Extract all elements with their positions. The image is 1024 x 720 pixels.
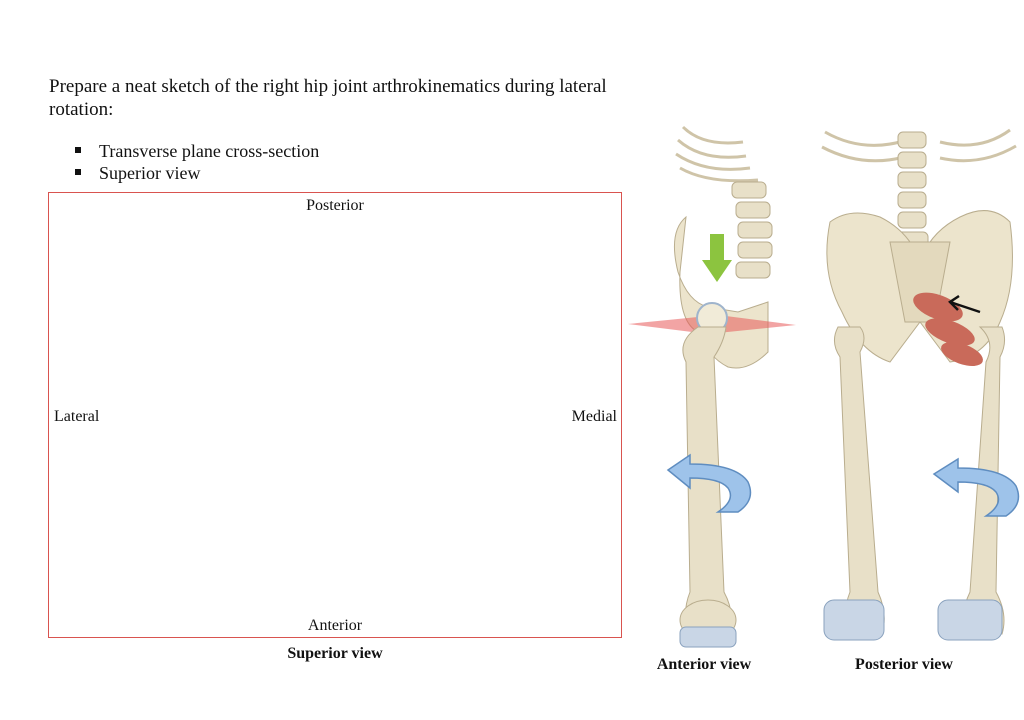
caption-posterior-view: Posterior view — [855, 656, 953, 673]
left-femur-icon — [834, 326, 885, 635]
bullet-list: Transverse plane cross-section Superior … — [75, 140, 319, 184]
label-lateral: Lateral — [54, 408, 100, 425]
anterior-view-illustration — [628, 125, 796, 648]
bullet-square-icon — [75, 147, 81, 153]
lateral-rotator-muscle-icon — [913, 292, 983, 367]
label-posterior: Posterior — [306, 197, 364, 214]
bullet-text: Superior view — [99, 163, 201, 183]
sketch-area[interactable]: Posterior Lateral Medial Anterior — [48, 192, 622, 638]
bullet-square-icon — [75, 169, 81, 175]
caption-anterior-view: Anterior view — [656, 656, 752, 673]
ribs-icon — [821, 128, 1017, 163]
label-anterior: Anterior — [307, 617, 363, 634]
label-medial: Medial — [571, 408, 617, 425]
caption-superior-view: Superior view — [287, 645, 383, 662]
spine-icon — [895, 131, 929, 249]
muscle-pull-arrow-icon — [948, 294, 981, 314]
bullet-item: Superior view — [75, 162, 319, 184]
ribs-icon — [675, 125, 759, 183]
rotation-arrow-icon — [932, 457, 1020, 517]
knee-icon — [823, 599, 1003, 641]
prompt-text: Prepare a neat sketch of the right hip j… — [49, 76, 607, 120]
knee-icon — [679, 599, 737, 648]
posterior-view-illustration — [821, 128, 1020, 641]
bullet-item: Transverse plane cross-section — [75, 140, 319, 162]
bullet-text: Transverse plane cross-section — [99, 141, 320, 161]
rotation-arrow-icon — [666, 453, 752, 513]
spine-icon — [731, 181, 773, 279]
compression-arrow-icon — [702, 234, 732, 282]
